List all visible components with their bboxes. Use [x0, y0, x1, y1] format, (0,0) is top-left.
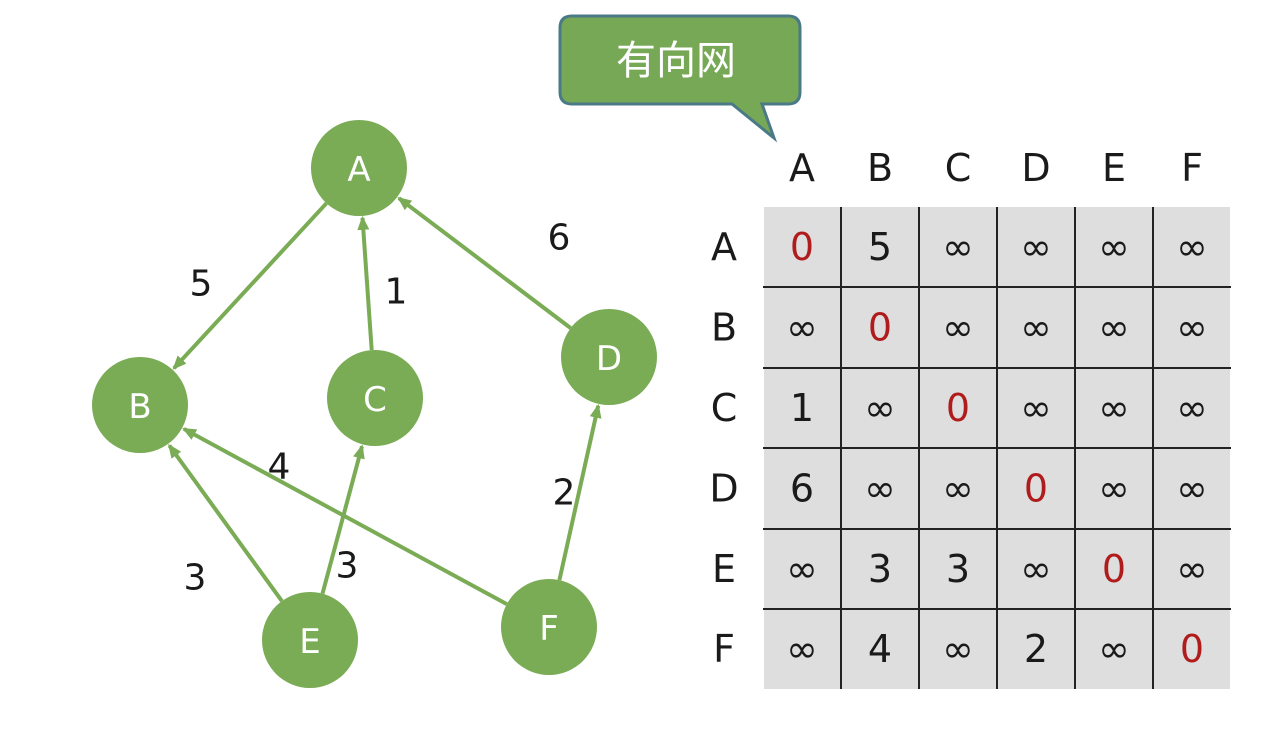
callout-text: 有向网	[616, 38, 736, 84]
edge-E-to-C	[320, 444, 365, 595]
matrix-cell-D-A: 6	[790, 467, 814, 511]
matrix-cell-D-D: 0	[1024, 467, 1048, 511]
graph-edge-weights: 5 1 6 3 3 4 2	[184, 218, 576, 599]
matrix-cell-C-C: 0	[946, 386, 970, 430]
matrix-cell-E-C: 3	[946, 547, 970, 591]
matrix-cell-A-B: 5	[868, 225, 892, 269]
matrix-cell-F-C: ∞	[942, 627, 974, 671]
node-label-F: F	[539, 609, 559, 649]
matrix-cell-F-F: 0	[1180, 627, 1204, 671]
edge-weight-D-to-A: 6	[548, 218, 571, 259]
matrix-column-headers: A B C D E F	[789, 146, 1203, 190]
graph-edges	[167, 196, 602, 606]
matrix-cell-E-F: ∞	[1176, 547, 1208, 591]
edge-weight-F-to-D: 2	[553, 473, 576, 514]
directed-graph: 5 1 6 3 3 4 2 A B C D E F	[92, 120, 657, 688]
matrix-cell-B-D: ∞	[1020, 306, 1052, 350]
node-circle-D	[561, 309, 657, 405]
matrix-cell-C-F: ∞	[1176, 386, 1208, 430]
matrix-row-header-A: A	[711, 225, 737, 269]
matrix-cell-C-B: ∞	[864, 386, 896, 430]
matrix-col-header-D: D	[1021, 146, 1050, 190]
matrix-cell-B-B: 0	[868, 306, 892, 350]
matrix-cell-F-B: 4	[868, 627, 892, 671]
edge-F-to-D	[557, 403, 602, 581]
matrix-cell-B-E: ∞	[1098, 306, 1130, 350]
edge-weight-A-to-B: 5	[190, 264, 213, 305]
matrix-cell-B-F: ∞	[1176, 306, 1208, 350]
node-A: A	[311, 120, 407, 216]
matrix-col-header-F: F	[1181, 146, 1203, 190]
node-label-B: B	[128, 387, 151, 427]
matrix-cell-D-B: ∞	[864, 467, 896, 511]
matrix-row-header-F: F	[713, 627, 735, 671]
matrix-cell-C-A: 1	[790, 386, 814, 430]
node-E: E	[262, 592, 358, 688]
matrix-cell-A-C: ∞	[942, 225, 974, 269]
node-circle-A	[311, 120, 407, 216]
matrix-cell-E-B: 3	[868, 547, 892, 591]
matrix-gridlines	[763, 207, 1231, 689]
matrix-cell-F-D: 2	[1024, 627, 1048, 671]
matrix-cell-A-E: ∞	[1098, 225, 1130, 269]
edge-weight-F-to-B: 4	[268, 447, 291, 488]
matrix-row-header-C: C	[711, 386, 738, 430]
matrix-cell-C-E: ∞	[1098, 386, 1130, 430]
matrix-cell-F-A: ∞	[786, 627, 818, 671]
matrix-cell-D-C: ∞	[942, 467, 974, 511]
matrix-col-header-B: B	[867, 146, 893, 190]
edge-weight-E-to-B: 3	[184, 558, 207, 599]
matrix-cell-B-A: ∞	[786, 306, 818, 350]
matrix-cell-D-F: ∞	[1176, 467, 1208, 511]
edge-D-to-A	[397, 196, 572, 330]
matrix-row-header-D: D	[709, 467, 738, 511]
matrix-cell-D-E: ∞	[1098, 467, 1130, 511]
callout-bubble	[558, 14, 802, 143]
edge-A-to-B	[172, 201, 328, 370]
matrix-col-header-E: E	[1102, 146, 1126, 190]
matrix-cell-E-A: ∞	[786, 547, 818, 591]
edge-C-to-A	[357, 215, 374, 351]
node-B: B	[92, 357, 188, 453]
node-label-A: A	[347, 150, 370, 190]
matrix-col-header-C: C	[945, 146, 972, 190]
node-circle-F	[501, 579, 597, 675]
matrix-cell-A-A: 0	[790, 225, 814, 269]
callout: 有向网	[558, 14, 802, 143]
node-circle-B	[92, 357, 188, 453]
matrix-cells: 0 5 ∞ ∞ ∞ ∞ ∞ 0 ∞ ∞ ∞ ∞ 1 ∞ 0 ∞ ∞ ∞ 6 ∞ ∞ 0 ∞ ∞ ∞ 3 3 ∞ 0 ∞ ∞ 4 ∞ 2 ∞ 0	[786, 225, 1208, 671]
node-label-E: E	[299, 622, 320, 662]
edge-E-to-B	[167, 443, 284, 603]
node-label-D: D	[596, 339, 622, 379]
edge-weight-E-to-C: 3	[336, 546, 359, 587]
matrix-row-header-B: B	[711, 306, 737, 350]
node-circle-C	[327, 350, 423, 446]
matrix-cell-C-D: ∞	[1020, 386, 1052, 430]
matrix-cell-A-F: ∞	[1176, 225, 1208, 269]
matrix-cell-E-E: 0	[1102, 547, 1126, 591]
edge-weight-C-to-A: 1	[385, 272, 408, 313]
node-label-C: C	[363, 380, 387, 420]
matrix-col-header-A: A	[789, 146, 815, 190]
matrix-cell-F-E: ∞	[1098, 627, 1130, 671]
graph-nodes: A B C D E F	[92, 120, 657, 688]
matrix-cell-E-D: ∞	[1020, 547, 1052, 591]
node-circle-E	[262, 592, 358, 688]
node-D: D	[561, 309, 657, 405]
node-F: F	[501, 579, 597, 675]
edge-F-to-B	[182, 427, 508, 606]
matrix-row-header-E: E	[712, 547, 736, 591]
matrix-cell-A-D: ∞	[1020, 225, 1052, 269]
matrix-cell-B-C: ∞	[942, 306, 974, 350]
node-C: C	[327, 350, 423, 446]
